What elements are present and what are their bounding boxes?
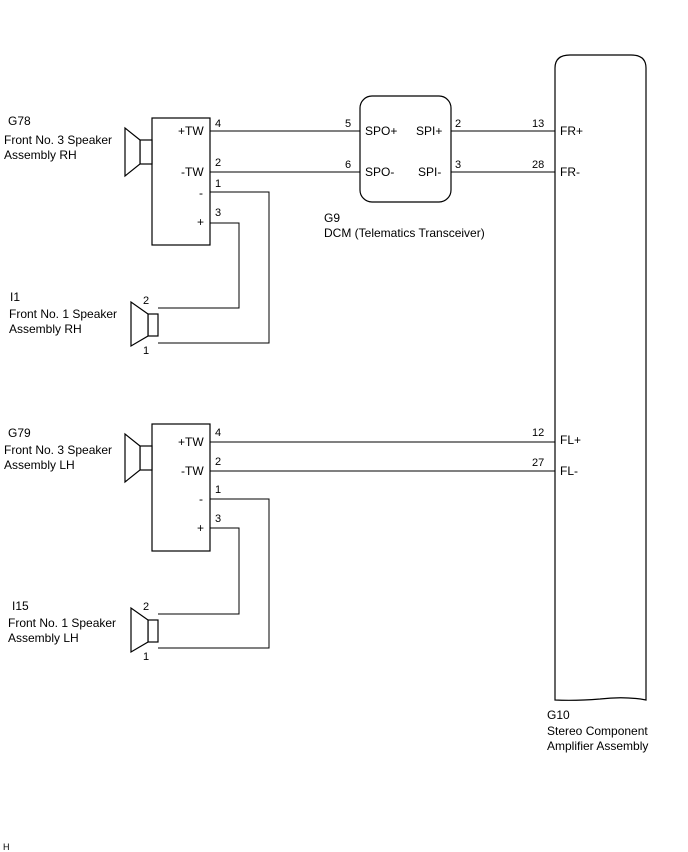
i15-name-line1: Front No. 1 Speaker (8, 616, 116, 630)
g9-dcm: SPO+ SPO- SPI+ SPI- 5 6 2 3 G9 DCM (Tele… (324, 95, 485, 240)
g9-pin-6: 6 (345, 159, 351, 171)
g78-code: G78 (8, 114, 31, 128)
g78-body (151, 117, 211, 246)
g10-amplifier: G10 Stereo Component Amplifier Assembly … (532, 54, 648, 753)
g10-pin-13: 13 (532, 118, 544, 130)
g10-pin-fr-plus-label: FR+ (560, 124, 583, 138)
g79-pin-plus-tw-label: +TW (178, 435, 204, 449)
g9-pin-3: 3 (455, 159, 461, 171)
g10-pin-fl-plus-label: FL+ (560, 433, 581, 447)
g10-amplifier-body (554, 54, 647, 701)
g10-pin-28: 28 (532, 159, 544, 171)
i15-pin-1: 1 (143, 651, 149, 663)
i15-name-line2: Assembly LH (8, 631, 79, 645)
g9-pin-spi-plus-label: SPI+ (416, 124, 442, 138)
i1-speaker-rh: I1 Front No. 1 Speaker Assembly RH 2 1 (9, 290, 159, 357)
wire-g78-minus-to-i1-pin1 (158, 191, 270, 344)
g78-pin-4: 4 (215, 118, 221, 130)
i1-pin-1: 1 (143, 345, 149, 357)
g10-name-line1: Stereo Component (547, 724, 648, 738)
g78-pin-plus-label: + (197, 215, 204, 229)
g79-speaker-lh: G79 Front No. 3 Speaker Assembly LH +TW … (4, 423, 221, 552)
g78-pin-minus-label: - (199, 186, 203, 200)
g79-pin-minus-tw-label: -TW (181, 464, 204, 478)
i1-pin-2: 2 (143, 295, 149, 307)
g79-name-line1: Front No. 3 Speaker (4, 443, 112, 457)
g78-pin-3: 3 (215, 207, 221, 219)
g9-pin-2: 2 (455, 118, 461, 130)
g9-dcm-body (359, 95, 452, 203)
g78-pin-minus-tw-label: -TW (181, 165, 204, 179)
wire-g79-minus-to-i15-pin1 (158, 498, 270, 649)
i15-code: I15 (12, 599, 29, 613)
g78-speaker-rh: G78 Front No. 3 Speaker Assembly RH +TW … (4, 114, 221, 246)
g79-pin-plus-label: + (197, 521, 204, 535)
g79-code: G79 (8, 426, 31, 440)
g79-pin-2: 2 (215, 456, 221, 468)
g10-name-line2: Amplifier Assembly (547, 739, 648, 753)
figure-mark: H (3, 842, 10, 852)
i1-speaker-icon (130, 300, 159, 348)
g79-pin-1: 1 (215, 484, 221, 496)
wires (158, 130, 555, 649)
g9-pin-spi-minus-label: SPI- (418, 165, 441, 179)
i15-speaker-lh: I15 Front No. 1 Speaker Assembly LH 2 1 (8, 599, 159, 663)
g10-pin-fl-minus-label: FL- (560, 464, 578, 478)
g78-name-line2: Assembly RH (4, 148, 77, 162)
i1-name-line1: Front No. 1 Speaker (9, 307, 117, 321)
g10-pin-12: 12 (532, 427, 544, 439)
i15-speaker-icon (130, 606, 159, 654)
g9-pin-5: 5 (345, 118, 351, 130)
g79-name-line2: Assembly LH (4, 458, 75, 472)
g9-pin-spo-plus-label: SPO+ (365, 124, 397, 138)
g10-code: G10 (547, 708, 570, 722)
g78-speaker-icon (124, 126, 153, 178)
g79-body (151, 423, 211, 552)
i1-code: I1 (10, 290, 20, 304)
g78-name-line1: Front No. 3 Speaker (4, 133, 112, 147)
g9-name: DCM (Telematics Transceiver) (324, 226, 485, 240)
g79-pin-4: 4 (215, 427, 221, 439)
g9-pin-spo-minus-label: SPO- (365, 165, 394, 179)
g79-pin-3: 3 (215, 513, 221, 525)
g79-pin-minus-label: - (199, 492, 203, 506)
i15-pin-2: 2 (143, 601, 149, 613)
i1-name-line2: Assembly RH (9, 322, 82, 336)
g10-pin-fr-minus-label: FR- (560, 165, 580, 179)
g78-pin-1: 1 (215, 178, 221, 190)
wire-g79-plus-to-i15-pin2 (158, 527, 240, 615)
g10-pin-27: 27 (532, 457, 544, 469)
g9-code: G9 (324, 211, 340, 225)
g79-speaker-icon (124, 432, 153, 484)
wire-g78-plus-to-i1-pin2 (158, 222, 240, 309)
g78-pin-plus-tw-label: +TW (178, 124, 204, 138)
g78-pin-2: 2 (215, 157, 221, 169)
